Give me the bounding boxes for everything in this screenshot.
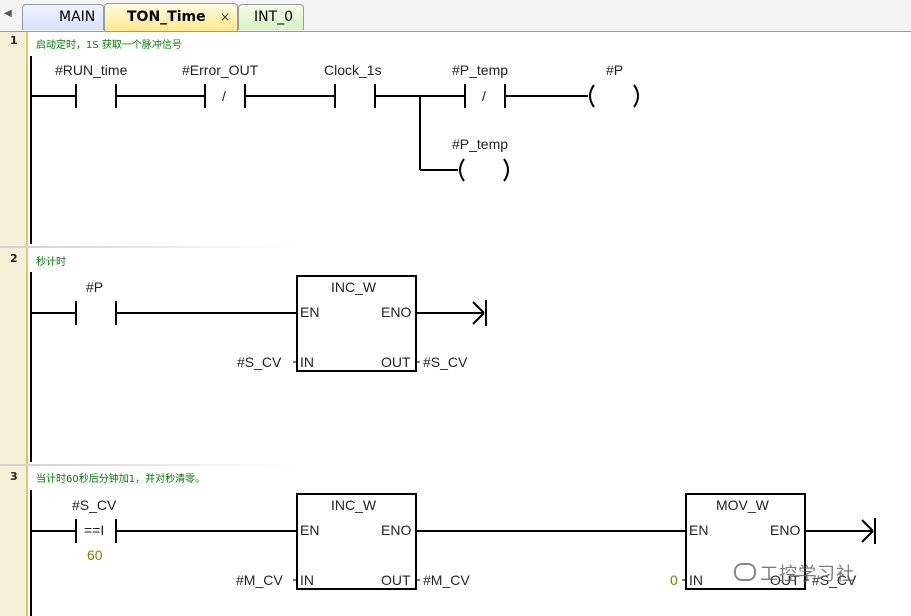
contact-label[interactable]: Clock_1s [324,62,382,78]
operand-out[interactable]: #S_CV [812,572,857,588]
box-pin-eno: ENO [381,304,411,320]
box-pin-eno: ENO [381,522,411,538]
box-pin-in: IN [300,572,314,588]
operand-out[interactable]: #M_CV [423,572,470,588]
contact-label[interactable]: #P_temp [452,62,508,78]
compare-value[interactable]: 60 [87,547,103,563]
wechat-icon [734,563,756,581]
network-separator [0,464,300,466]
network-separator [0,246,300,248]
compare-operator: ==I [84,522,104,538]
coil-label[interactable]: #P_temp [452,136,508,152]
scroll-left-icon[interactable]: ◀ [4,8,12,19]
network-2-comment[interactable]: 秒计时 [36,257,66,268]
box-pin-out: OUT [770,572,800,588]
box-pin-in: IN [689,572,703,588]
tab-int-0[interactable]: INT_0 [238,4,304,30]
box-pin-in: IN [300,354,314,370]
negated-contact-mark: / [222,88,226,104]
coil-label[interactable]: #P [606,62,623,78]
network-number-1[interactable]: 1 [10,34,18,47]
tab-main[interactable]: MAIN [22,4,104,30]
watermark: 工控学习社 [760,564,855,585]
operand-out[interactable]: #S_CV [423,354,468,370]
box-title[interactable]: MOV_W [716,497,770,513]
tab-ton-time-label: TON_Time [127,9,206,25]
box-pin-out: OUT [381,354,411,370]
box-pin-eno: ENO [770,522,800,538]
box-pin-en: EN [300,304,319,320]
network-3-comment[interactable]: 当计时60秒后分钟加1，并对秒清零。 [36,474,206,485]
operand-in[interactable]: 0 [670,572,678,588]
tab-main-label: MAIN [59,9,96,25]
tab-ton-time[interactable]: TON_Time × [104,3,238,31]
network-number-3[interactable]: 3 [10,470,18,483]
network-gutter [0,32,28,616]
contact-label[interactable]: #P [86,279,103,295]
editor-tab-bar: ◀ MAIN TON_Time × INT_0 [0,0,911,32]
network-1-comment[interactable]: 启动定时，1S 获取一个脉冲信号 [36,40,182,51]
box-pin-out: OUT [381,572,411,588]
contact-label[interactable]: #Error_OUT [182,62,259,78]
network-number-2[interactable]: 2 [10,252,18,265]
box-title[interactable]: INC_W [331,279,377,295]
box-pin-en: EN [300,522,319,538]
tab-int-0-label: INT_0 [254,9,294,25]
box-title[interactable]: INC_W [331,497,377,513]
operand-in[interactable]: #S_CV [237,354,282,370]
contact-label[interactable]: #RUN_time [55,62,128,78]
close-icon[interactable]: × [219,10,230,24]
operand-in[interactable]: #M_CV [236,572,283,588]
compare-operand[interactable]: #S_CV [72,497,117,513]
negated-contact-mark: / [482,88,486,104]
box-pin-en: EN [689,522,708,538]
